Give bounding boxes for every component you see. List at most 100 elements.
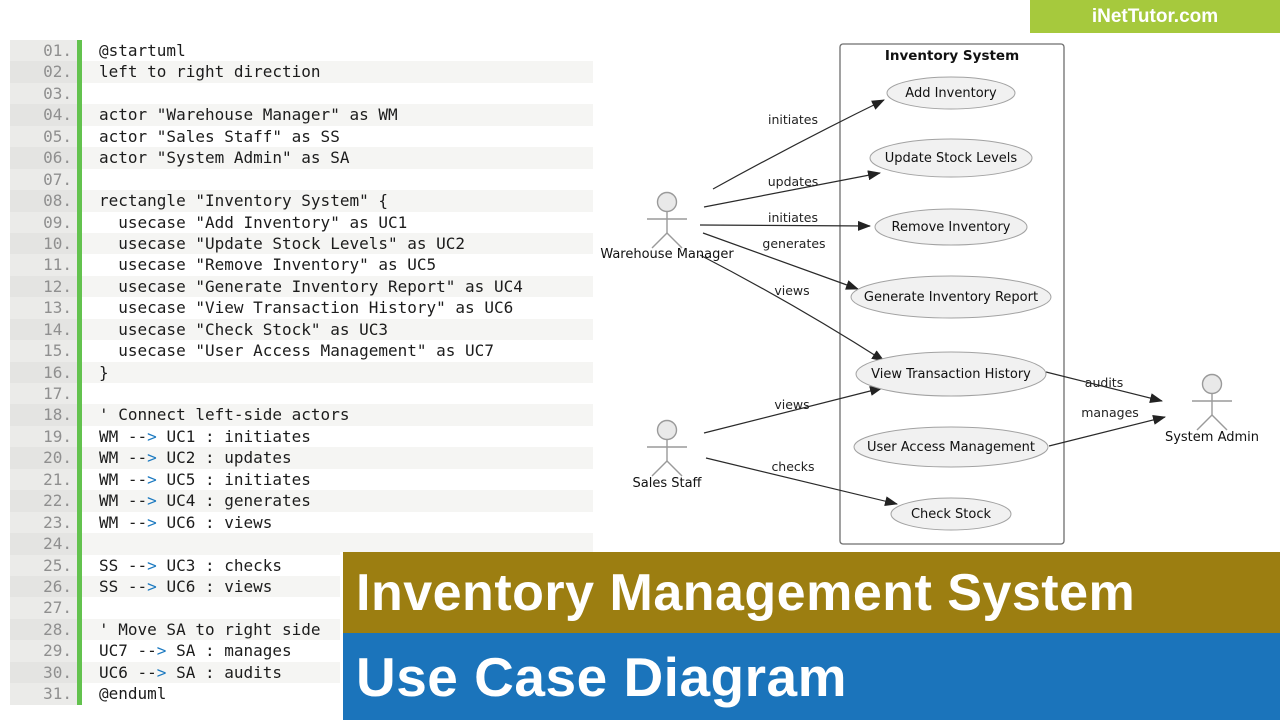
- code-text: @startuml: [82, 40, 593, 62]
- code-line: 05.actor "Sales Staff" as SS: [10, 125, 593, 148]
- line-number: 13.: [10, 297, 77, 319]
- usecase-view-transaction-history: View Transaction History: [855, 351, 1047, 397]
- edge-label: views: [774, 283, 809, 298]
- line-number: 31.: [10, 683, 77, 705]
- gutter-indicator-bar: [77, 683, 82, 705]
- line-number: 05.: [10, 125, 77, 148]
- gutter-indicator-bar: [77, 404, 82, 426]
- gutter-indicator-bar: [77, 533, 82, 555]
- code-text: left to right direction: [82, 61, 593, 83]
- line-number: 14.: [10, 318, 77, 341]
- usecases: Add Inventory Update Stock Levels Remove…: [850, 76, 1052, 531]
- actor-sales-staff: Sales Staff: [632, 419, 703, 491]
- code-line: 20.WM --> UC2 : updates: [10, 447, 593, 469]
- gutter-indicator-bar: [77, 425, 82, 448]
- code-text: usecase "Remove Inventory" as UC5: [82, 254, 593, 276]
- line-number: 22.: [10, 490, 77, 512]
- arrow-operator: >: [147, 426, 157, 446]
- gutter-indicator-bar: [77, 232, 82, 255]
- edge-wm-initiates-remove: [699, 220, 871, 231]
- code-text: WM --> UC2 : updates: [82, 447, 593, 469]
- usecase-label: Check Stock: [911, 507, 992, 522]
- line-number: 08.: [10, 190, 77, 212]
- gutter-indicator-bar: [77, 147, 82, 169]
- edge-wm-initiates-add: [712, 99, 885, 190]
- line-number: 24.: [10, 533, 77, 555]
- gutter-indicator-bar: [77, 490, 82, 512]
- code-line: 16.}: [10, 361, 593, 383]
- gutter-indicator-bar: [77, 618, 82, 641]
- line-number: 16.: [10, 361, 77, 383]
- usecase-label: Update Stock Levels: [885, 151, 1018, 166]
- code-line: 01.@startuml: [10, 40, 593, 62]
- arrow-operator: >: [147, 512, 157, 532]
- edge-label: updates: [768, 174, 819, 189]
- gutter-indicator-bar: [77, 190, 82, 212]
- edge-labels: initiates updates initiates generates vi…: [762, 112, 1138, 474]
- usecase-user-access-management: User Access Management: [853, 426, 1049, 468]
- usecase-update-stock-levels: Update Stock Levels: [869, 138, 1033, 178]
- line-number: 23.: [10, 511, 77, 534]
- gutter-indicator-bar: [77, 640, 82, 662]
- gutter-indicator-bar: [77, 468, 82, 491]
- code-text: usecase "View Transaction History" as UC…: [82, 297, 593, 319]
- gutter-indicator-bar: [77, 575, 82, 598]
- code-text: }: [82, 361, 593, 383]
- code-line: 19.WM --> UC1 : initiates: [10, 425, 593, 448]
- gutter-indicator-bar: [77, 40, 82, 62]
- usecase-check-stock: Check Stock: [890, 497, 1012, 531]
- edge-uc7-manages: [1048, 415, 1166, 447]
- line-number: 19.: [10, 425, 77, 448]
- gutter-indicator-bar: [77, 511, 82, 534]
- line-number: 15.: [10, 340, 77, 362]
- title-banner: Inventory Management System: [340, 552, 1280, 633]
- arrow-operator: >: [147, 576, 157, 596]
- edge-label: generates: [762, 236, 825, 251]
- code-line: 18.' Connect left-side actors: [10, 404, 593, 426]
- arrow-operator: >: [147, 469, 157, 489]
- edge-ss-checks: [705, 457, 898, 507]
- code-line: 10. usecase "Update Stock Levels" as UC2: [10, 232, 593, 255]
- actor-label: System Admin: [1165, 430, 1259, 445]
- gutter-indicator-bar: [77, 318, 82, 341]
- line-number: 02.: [10, 61, 77, 83]
- arrow-operator: >: [156, 641, 167, 661]
- actor-label: Sales Staff: [632, 476, 702, 491]
- code-line: 02.left to right direction: [10, 61, 593, 83]
- gutter-indicator-bar: [77, 383, 82, 405]
- edge-label: audits: [1085, 375, 1123, 390]
- line-number: 04.: [10, 104, 77, 126]
- edge-ss-views: [703, 386, 883, 434]
- actor-system-admin: System Admin: [1165, 373, 1259, 445]
- gutter-indicator-bar: [77, 361, 82, 383]
- code-line: 14. usecase "Check Stock" as UC3: [10, 318, 593, 341]
- arrow-operator: >: [156, 662, 167, 682]
- usecase-generate-inventory-report: Generate Inventory Report: [850, 275, 1052, 319]
- code-text: usecase "Add Inventory" as UC1: [82, 211, 593, 233]
- brand-label: iNetTutor.com: [1091, 5, 1219, 27]
- line-number: 07.: [10, 168, 77, 191]
- line-number: 11.: [10, 254, 77, 276]
- usecase-add-inventory: Add Inventory: [886, 76, 1016, 110]
- actor-warehouse-manager: Warehouse Manager: [600, 191, 734, 262]
- line-number: 26.: [10, 575, 77, 598]
- code-text: ' Connect left-side actors: [82, 404, 593, 426]
- code-text: usecase "User Access Management" as UC7: [82, 340, 593, 362]
- usecase-label: Generate Inventory Report: [864, 290, 1038, 305]
- line-number: 10.: [10, 232, 77, 255]
- code-line: 03.: [10, 82, 593, 105]
- gutter-indicator-bar: [77, 82, 82, 105]
- code-text: [82, 82, 593, 105]
- code-text: actor "System Admin" as SA: [82, 147, 593, 169]
- edge-wm-updates: [703, 170, 881, 208]
- code-text: usecase "Update Stock Levels" as UC2: [82, 232, 593, 255]
- gutter-indicator-bar: [77, 275, 82, 298]
- code-line: 15. usecase "User Access Management" as …: [10, 340, 593, 362]
- gutter-indicator-bar: [77, 554, 82, 576]
- code-text: actor "Sales Staff" as SS: [82, 125, 593, 148]
- line-number: 06.: [10, 147, 77, 169]
- code-line: 06.actor "System Admin" as SA: [10, 147, 593, 169]
- code-line: 22.WM --> UC4 : generates: [10, 490, 593, 512]
